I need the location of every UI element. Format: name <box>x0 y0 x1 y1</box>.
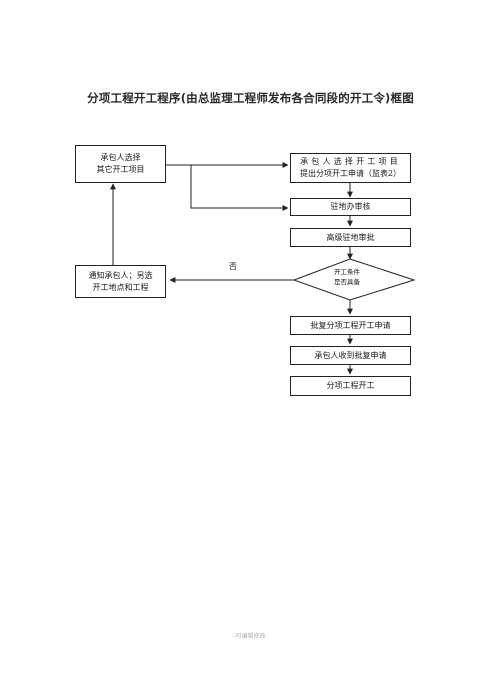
condition-diamond <box>292 258 416 301</box>
condition-label: 开工条件 是否具备 <box>334 268 360 287</box>
node-contractor-apply: 承包人选择开工项目 提出分项开工申请（监表2） <box>290 153 411 183</box>
node-contractor-receives: 承包人收到批复申请 <box>290 346 411 365</box>
node-start-work: 分项工程开工 <box>290 376 411 396</box>
node-approve-application: 批复分项工程开工申请 <box>290 316 411 335</box>
node-notify-contractor: 通知承包人；另选 开工地点和工程 <box>75 265 166 298</box>
edge-label-no: 否 <box>229 262 237 271</box>
edge-choose-to-review <box>190 165 289 211</box>
page-title: 分项工程开工程序(由总监理工程师发布各合同段的开工令)框图 <box>87 91 414 105</box>
node-contractor-choose-other: 承包人选择 其它开工项目 <box>75 145 166 183</box>
footer-note: -可编辑修改- <box>233 633 268 640</box>
node-site-office-review: 驻地办审核 <box>290 198 411 216</box>
node-senior-site-approve: 高级驻地审批 <box>290 228 411 247</box>
